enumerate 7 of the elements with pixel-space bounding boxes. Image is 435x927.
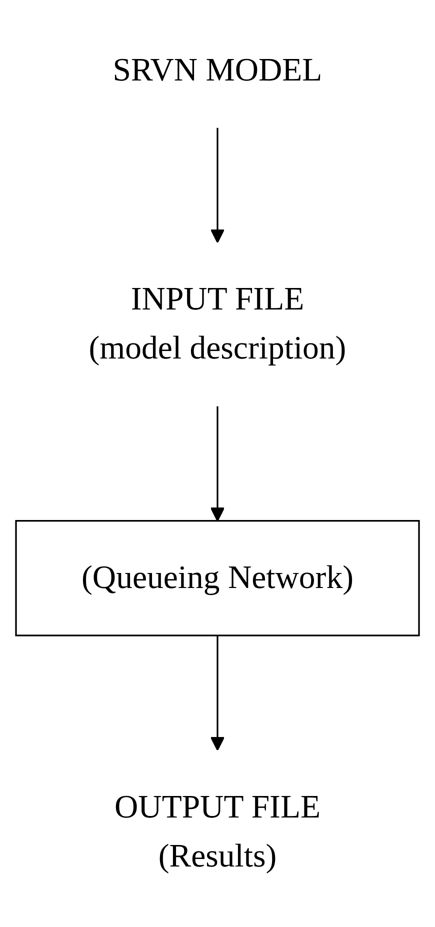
node-text: SRVN MODEL bbox=[112, 52, 322, 88]
node-text: INPUT FILE (model description) bbox=[88, 282, 346, 367]
arrow bbox=[210, 128, 225, 244]
node-text: OUTPUT FILE (Results) bbox=[114, 789, 320, 875]
arrow bbox=[210, 406, 225, 522]
arrow bbox=[210, 635, 225, 751]
node-box: (Queueing Network) bbox=[15, 520, 420, 636]
